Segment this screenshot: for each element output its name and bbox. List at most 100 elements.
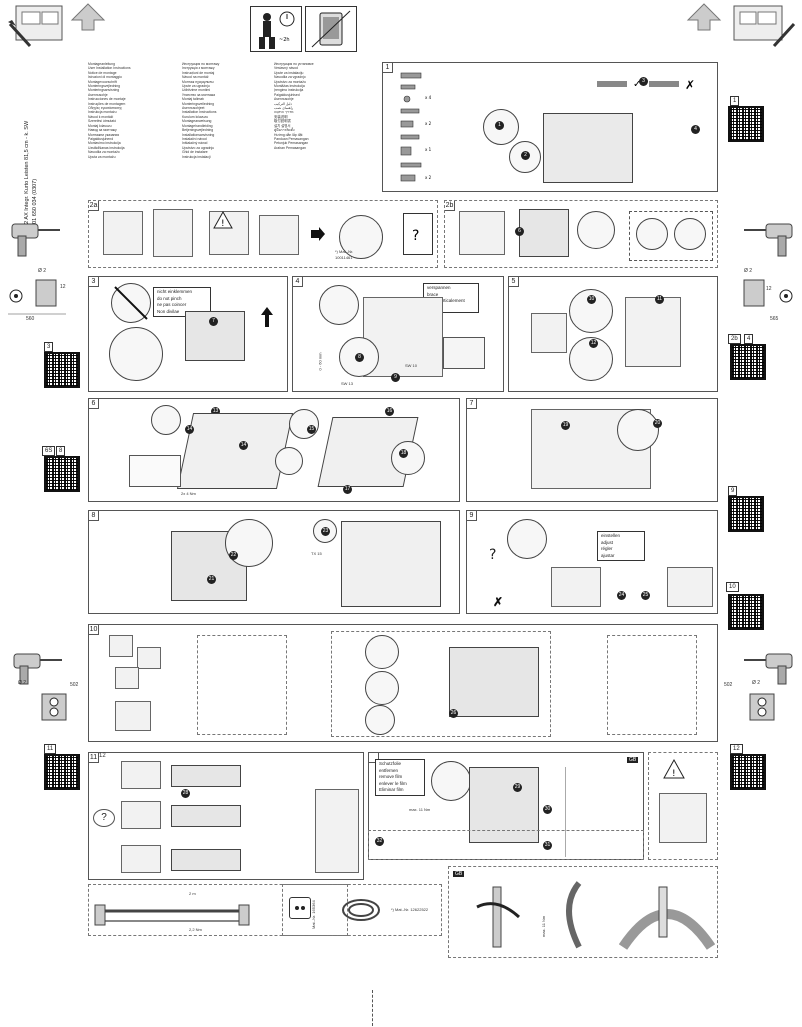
svg-text:✓: ✓ bbox=[633, 79, 641, 90]
detail-circle-ok bbox=[636, 218, 668, 250]
lang-item: Montageanleitung bbox=[88, 62, 115, 66]
cabinet-2 bbox=[667, 567, 713, 607]
screw-detail-circle bbox=[617, 409, 659, 451]
lang-item: Monteringsvejledning bbox=[88, 84, 121, 89]
gb-tag: GB bbox=[453, 871, 465, 877]
film-line: Eliminar film bbox=[379, 787, 404, 792]
hole-diameter-right: Ø 2 bbox=[744, 268, 753, 274]
drill-left-icon bbox=[4, 210, 64, 266]
hose-length: 2 m bbox=[189, 891, 196, 896]
lang-item: Navodila za montažo bbox=[88, 150, 120, 155]
qr-code-9[interactable] bbox=[728, 496, 764, 532]
sw10-label: SW 10 bbox=[405, 363, 418, 368]
step-badge-21: 21 bbox=[207, 575, 216, 584]
step-number bbox=[369, 753, 379, 763]
language-list: Montageanleitung User Installation Instr… bbox=[88, 62, 358, 190]
qr-code-1[interactable] bbox=[728, 106, 764, 142]
qr-code-12[interactable] bbox=[730, 754, 766, 790]
qr-code-3[interactable] bbox=[44, 352, 80, 388]
qr-label-6s: 6S bbox=[42, 446, 56, 456]
qr-label-11: 11 bbox=[44, 744, 57, 754]
lang-item: Arahan Pemasangan bbox=[274, 145, 306, 150]
lang-item: Įrengimo instrukcija bbox=[274, 88, 304, 93]
question-box: ? bbox=[403, 213, 433, 255]
detail-circle bbox=[507, 519, 547, 559]
lang-item: 取付説明書 bbox=[274, 119, 291, 124]
adjust-line: adjust bbox=[601, 539, 614, 545]
warning-triangle-icon: ! bbox=[213, 210, 233, 234]
adjust-line: ajustar bbox=[601, 552, 615, 558]
lang-item: Montaj kılavuzu bbox=[88, 123, 112, 128]
lang-item: Upute za instalaciju bbox=[274, 70, 304, 75]
step-badge-1: 1 bbox=[495, 121, 504, 130]
measure-detail bbox=[129, 455, 181, 487]
center-detail bbox=[331, 631, 551, 737]
detail-circle-tools bbox=[339, 215, 383, 259]
mat-nr-label: *) Mat.-Nr. bbox=[335, 249, 354, 254]
lang-item: Ghid de instalare bbox=[182, 150, 208, 155]
offset-right: 565 bbox=[770, 316, 779, 322]
qr-code-10[interactable] bbox=[728, 594, 764, 630]
lang-item: Hướng dẫn lắp đặt bbox=[274, 132, 303, 137]
qr-code-4[interactable] bbox=[730, 344, 766, 380]
step-badge-19: 19 bbox=[561, 421, 570, 430]
adjust-line: einstellen bbox=[601, 533, 621, 538]
niche-illustration-3 bbox=[209, 211, 249, 255]
svg-text:!: ! bbox=[221, 219, 225, 229]
top-right-arrow-icon bbox=[686, 2, 722, 32]
lang-item: Инструкция по монтажу bbox=[182, 62, 220, 66]
step-number: 10 bbox=[89, 625, 99, 635]
step-number: 6 bbox=[89, 399, 99, 409]
qr-code-6[interactable] bbox=[44, 456, 80, 492]
lang-item: Installationsanvisning bbox=[182, 132, 215, 137]
gb-label: GB bbox=[627, 757, 639, 763]
tools-person-icon: ~2h bbox=[250, 6, 302, 52]
arrow-right-icon bbox=[311, 227, 325, 246]
lang-item: Монтаж нұсқаулығы bbox=[182, 79, 214, 84]
niche-illustration-1 bbox=[103, 211, 143, 255]
lang-item: Paigaldusjuhised bbox=[274, 92, 300, 97]
step-3-panel: 3 nicht einklemmen do not pinch ne pas c… bbox=[88, 276, 288, 392]
step-number: 9 bbox=[467, 511, 477, 521]
svg-text:!: ! bbox=[672, 769, 676, 779]
depth-left: 12 bbox=[60, 284, 66, 290]
qr-label-12: 12 bbox=[730, 744, 743, 754]
lang-item: Petunjuk Pemasangan bbox=[274, 141, 309, 146]
svg-text:x 2: x 2 bbox=[425, 175, 432, 180]
detail-circle-b bbox=[275, 447, 303, 475]
warning-line: nicht einklemmen bbox=[157, 289, 193, 294]
lang-item: Asennusohje bbox=[88, 92, 108, 97]
top-right-cabinet-icon bbox=[730, 4, 796, 48]
hose-length-2: 2,2 Nm bbox=[189, 927, 202, 932]
drill-section-left bbox=[8, 278, 68, 318]
hose-diagram bbox=[93, 891, 293, 931]
step-number: 8 bbox=[89, 511, 99, 521]
detail-c bbox=[365, 705, 395, 735]
niche-illustration-2 bbox=[153, 209, 193, 257]
step-badge-4: 4 bbox=[691, 125, 700, 134]
cabinet-1 bbox=[551, 567, 601, 607]
lang-item: Instrukcja instalacji bbox=[182, 154, 211, 159]
step-badge-17: 17 bbox=[343, 485, 352, 494]
sw13-label: SW 13 bbox=[341, 381, 354, 386]
step-badge-29: 29 bbox=[513, 783, 522, 792]
step-10-panel: 10 26 bbox=[88, 624, 718, 742]
lang-item: Istruzioni di montaggio bbox=[88, 75, 122, 80]
height-range: 0 - 60 mm bbox=[317, 352, 323, 371]
lang-item: Instrucțiuni de montaj bbox=[182, 70, 215, 75]
frame-illustration bbox=[625, 297, 681, 367]
language-col-2: Инструкция по монтажу Інструкція з монта… bbox=[182, 62, 270, 159]
step-number: 2a bbox=[89, 201, 99, 211]
step-badge-30: 30 bbox=[543, 805, 552, 814]
lang-item: Montagehandleiding bbox=[182, 123, 213, 128]
step-number: 11 bbox=[89, 753, 99, 763]
qr-code-11[interactable] bbox=[44, 754, 80, 790]
prohibited-icon bbox=[111, 283, 151, 328]
step-badge-26: 26 bbox=[449, 709, 458, 718]
box-frame bbox=[115, 701, 151, 731]
drill-section-right bbox=[734, 278, 794, 318]
weight-label: 2x 4 Nm bbox=[181, 491, 196, 496]
lang-item: Uzstādīšanas instrukcija bbox=[88, 145, 125, 150]
wall-gap-left: 502 bbox=[70, 682, 79, 688]
lang-item: Інструкція з монтажу bbox=[182, 66, 215, 71]
